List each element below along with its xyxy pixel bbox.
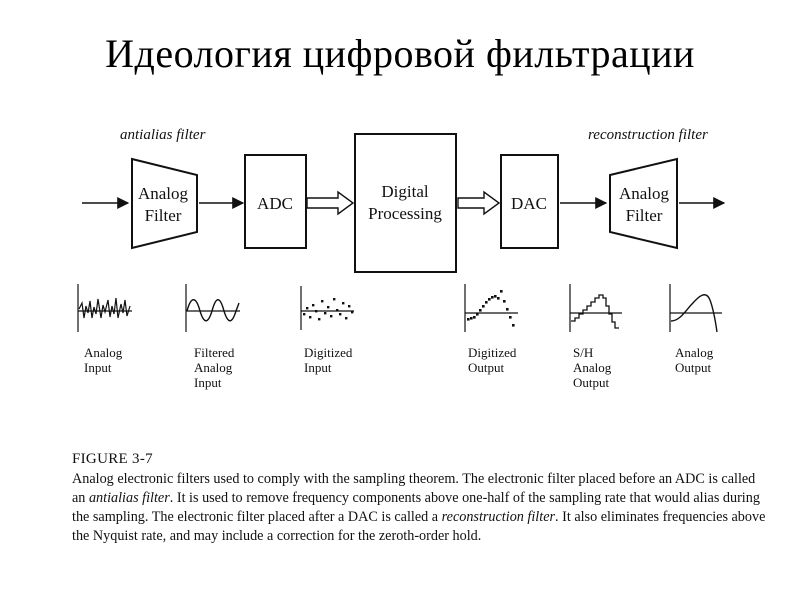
svg-text:Processing: Processing xyxy=(368,204,442,223)
slide-title: Идеология цифровой фильтрации xyxy=(105,31,695,76)
svg-text:Digitized: Digitized xyxy=(468,345,517,360)
svg-text:Digital: Digital xyxy=(381,182,428,201)
sh-analog-output-label: S/H Analog Output xyxy=(573,345,612,390)
svg-text:Output: Output xyxy=(573,375,610,390)
svg-text:DAC: DAC xyxy=(511,194,547,213)
figure-caption: FIGURE 3-7 Analog electronic filters use… xyxy=(72,450,772,546)
analog-input-waveform xyxy=(77,284,132,332)
svg-text:Analog: Analog xyxy=(138,184,189,203)
figure-number: FIGURE 3-7 xyxy=(72,451,153,467)
filtered-analog-input-waveform xyxy=(185,284,240,332)
svg-text:Input: Input xyxy=(194,375,222,390)
svg-text:Digitized: Digitized xyxy=(304,345,353,360)
caption-term-reconstruction: reconstruction filter xyxy=(441,509,556,525)
caption-text-2: . It is used to remove frequency compone… xyxy=(72,490,760,525)
analog-filter-output-block: Analog Filter xyxy=(609,157,678,250)
processing-to-dac-arrow xyxy=(457,190,501,216)
caption-term-antialias: antialias filter xyxy=(88,490,170,506)
dac-block: DAC xyxy=(500,154,559,249)
analog-filter-input-block: Analog Filter xyxy=(131,157,198,250)
svg-text:Output: Output xyxy=(675,360,712,375)
antialias-filter-note: antialias filter xyxy=(120,127,206,143)
filtered-analog-input-label: Filtered Analog Input xyxy=(194,345,235,390)
svg-text:Filter: Filter xyxy=(145,206,182,225)
adc-block: ADC xyxy=(244,154,307,249)
svg-text:S/H: S/H xyxy=(573,345,593,360)
digitized-input-label: Digitized Input xyxy=(304,345,353,375)
analog-output-label: Analog Output xyxy=(675,345,714,375)
reconstruction-filter-note: reconstruction filter xyxy=(588,127,708,143)
caption-text-1: Analog electronic filters used to comply… xyxy=(72,471,756,506)
digitized-input-waveform xyxy=(300,286,354,330)
svg-text:Input: Input xyxy=(84,360,112,375)
digital-processing-block: Digital Processing xyxy=(354,133,457,273)
svg-text:Analog: Analog xyxy=(194,360,233,375)
analog-output-waveform xyxy=(669,284,722,333)
block-diagram: antialias filter reconstruction filter A… xyxy=(77,127,726,390)
sh-analog-output-waveform xyxy=(569,284,622,332)
svg-text:Analog: Analog xyxy=(84,345,123,360)
svg-text:Filter: Filter xyxy=(626,206,663,225)
svg-text:Input: Input xyxy=(304,360,332,375)
digitized-output-label: Digitized Output xyxy=(468,345,517,375)
adc-to-processing-arrow xyxy=(306,190,355,216)
digitized-output-waveform xyxy=(464,284,518,332)
svg-text:Filtered: Filtered xyxy=(194,345,235,360)
svg-text:ADC: ADC xyxy=(257,194,293,213)
analog-input-label: Analog Input xyxy=(84,345,123,375)
svg-text:Analog: Analog xyxy=(573,360,612,375)
caption-text-3: . It also eliminates frequencies above t… xyxy=(72,509,766,544)
svg-text:Output: Output xyxy=(468,360,505,375)
svg-text:Analog: Analog xyxy=(675,345,714,360)
svg-text:Analog: Analog xyxy=(619,184,670,203)
